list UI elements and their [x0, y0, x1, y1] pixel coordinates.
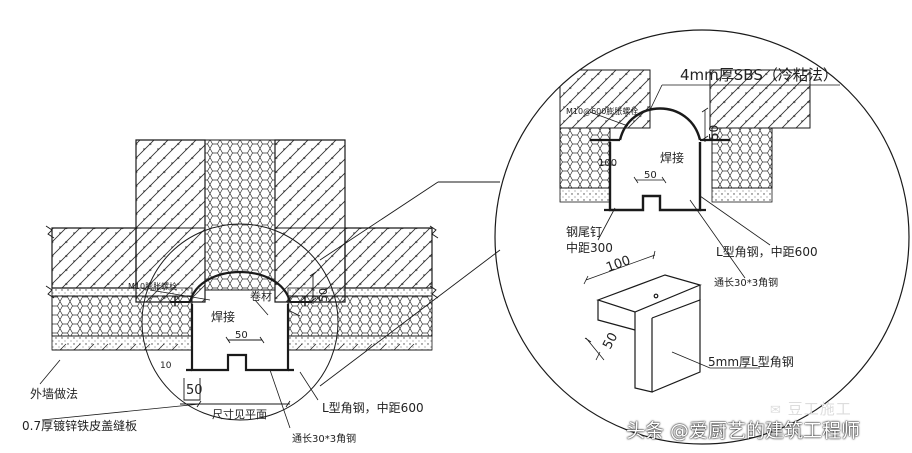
label-main-dim-10: 10 — [160, 361, 172, 371]
label-main-dim-50-left: 50 — [186, 383, 203, 398]
label-main-dim-50-v: 50 — [317, 288, 330, 302]
label-nail: 钢尾钉 — [566, 225, 602, 239]
label-dim-50-detail: 50 — [644, 170, 657, 181]
label-plate: 5mm厚L型角钢 — [708, 355, 794, 369]
source-badge-text: 豆工施工 — [787, 400, 852, 418]
label-main-weld: 焊接 — [211, 309, 235, 324]
label-galvanized-plate: 0.7厚镀锌铁皮盖缝板 — [22, 418, 137, 433]
angle-plate-3d — [583, 250, 760, 393]
label-bolt-detail: M10@600膨胀螺栓 — [566, 106, 638, 116]
label-dim-50-vertical-detail: 50 — [707, 125, 721, 140]
label-size-ref: 尺寸见平面 — [212, 407, 267, 421]
label-weld-detail: 焊接 — [660, 150, 684, 165]
wechat-icon: ✉ — [770, 403, 782, 418]
label-angle-detail: L型角钢，中距600 — [716, 244, 818, 259]
label-main-angle: L型角钢，中距600 — [322, 400, 424, 415]
label-dim-100-detail: 100 — [598, 158, 617, 169]
label-exterior-wall: 外墙做法 — [30, 386, 78, 401]
label-main-dim-50-top: 50 — [235, 330, 248, 341]
label-plate-dim-100: 100 — [604, 253, 632, 276]
detail-circle — [494, 29, 910, 445]
zoom-leaders — [319, 181, 501, 387]
label-strip-detail: 通长30*3角钢 — [714, 276, 778, 289]
drawing-labels: 4mm厚SBS（冷粘法） M10@600膨胀螺栓 100 焊接 50 50 钢尾… — [22, 66, 838, 445]
label-main-membrane: 卷材 — [250, 289, 272, 303]
main-section — [39, 139, 439, 429]
label-main-bolt: M10膨胀螺栓 — [128, 281, 177, 291]
label-nail-spacing: 中距300 — [566, 240, 613, 255]
label-top-membrane: 4mm厚SBS（冷粘法） — [680, 66, 838, 84]
source-badge-watermark: ✉ 豆工施工 — [770, 398, 852, 419]
label-plate-dim-50: 50 — [600, 330, 621, 352]
label-main-strip: 通长30*3角钢 — [292, 432, 356, 445]
author-watermark: 头条 @爱厨艺的建筑工程师 — [626, 420, 861, 442]
